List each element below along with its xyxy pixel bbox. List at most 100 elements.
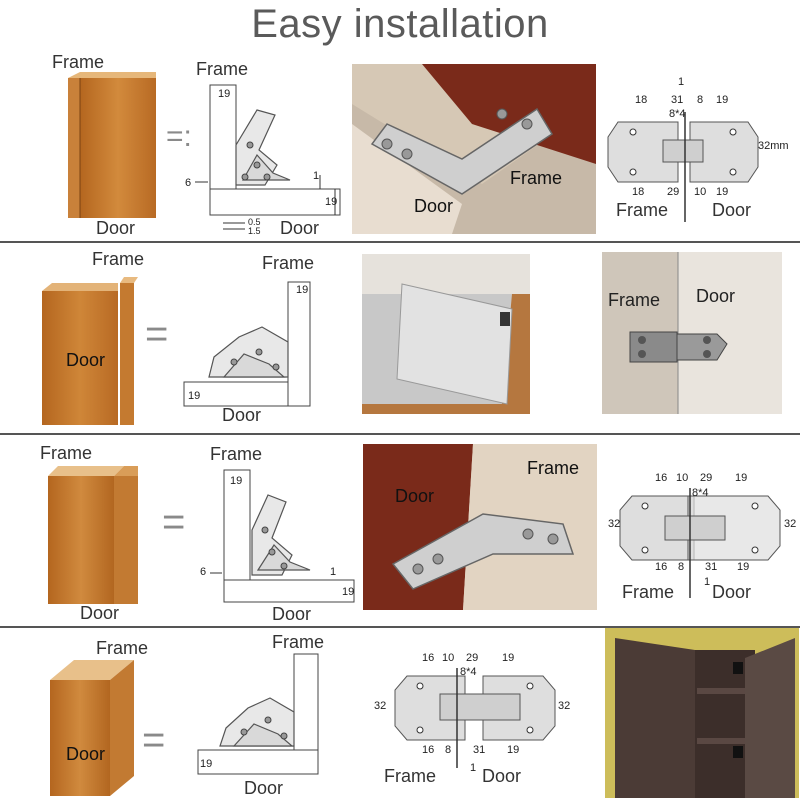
equals-sign: =: <box>166 120 192 153</box>
door-label: Door <box>414 196 454 216</box>
dim-32: 32 <box>558 700 571 712</box>
dim-32mm: 32mm <box>758 140 789 152</box>
door-label: Door <box>96 218 136 238</box>
dim-19: 19 <box>325 196 338 208</box>
dim-1: 1 <box>330 566 337 578</box>
dim-8x4: 8*4 <box>460 666 477 678</box>
door-label: Door <box>280 218 320 238</box>
dim-8x4: 8*4 <box>692 487 709 499</box>
door-label: Door <box>244 778 284 798</box>
dim-19: 19 <box>502 652 515 664</box>
mounting-plate-diagram <box>619 488 781 598</box>
frame-label: Frame <box>622 582 675 602</box>
door-label: Door <box>272 604 312 624</box>
wood-block-half-overlay <box>42 277 138 425</box>
mounted-hinge-photo: Frame Door <box>602 252 782 414</box>
dim-6: 6 <box>185 177 192 189</box>
dim-6: 6 <box>200 566 207 578</box>
dim-19: 19 <box>230 475 243 487</box>
dim-1: 1 <box>313 170 320 182</box>
frame-label: Frame <box>384 766 437 786</box>
dim-19: 19 <box>188 390 201 402</box>
frame-label: Frame <box>92 249 145 269</box>
door-label: Door <box>712 582 752 602</box>
dim-29: 29 <box>700 472 713 484</box>
frame-label: Frame <box>210 444 263 464</box>
row-divider <box>0 241 800 243</box>
door-label: Door <box>696 286 736 306</box>
dim-19: 19 <box>735 472 748 484</box>
frame-label: Frame <box>608 290 661 310</box>
dim-10: 10 <box>694 186 707 198</box>
dim-18: 18 <box>635 94 648 106</box>
dim-8: 8 <box>697 94 704 106</box>
dim-16: 16 <box>422 652 435 664</box>
mounting-plate-diagram <box>607 112 759 222</box>
frame-label: Frame <box>272 632 325 652</box>
door-label: Door <box>712 200 752 220</box>
dim-10: 10 <box>442 652 455 664</box>
hinge-photo-full-overlay: Frame Door <box>352 64 596 234</box>
mounting-plate-diagram <box>394 668 556 768</box>
dim-10: 10 <box>676 472 689 484</box>
cabinet-door-photo <box>362 254 530 414</box>
equals-sign: = <box>162 500 186 544</box>
dim-16: 16 <box>422 744 435 756</box>
dim-32: 32 <box>374 700 387 712</box>
hinge-diagram-full-overlay <box>195 84 341 230</box>
frame-label: Frame <box>52 52 105 72</box>
door-label: Door <box>482 766 522 786</box>
dim-0-5: 0.5 <box>248 217 261 227</box>
door-label: Door <box>395 486 435 506</box>
frame-label: Frame <box>527 458 580 478</box>
dim-18: 18 <box>632 186 645 198</box>
page-title: Easy installation <box>251 2 549 46</box>
wood-block-corner <box>50 660 134 796</box>
hinge-photo-inset: Door Frame <box>363 444 597 610</box>
equals-sign: = <box>145 312 169 356</box>
frame-label: Frame <box>262 253 315 273</box>
dim-19: 19 <box>716 186 729 198</box>
frame-label: Frame <box>196 59 249 79</box>
frame-label: Frame <box>616 200 669 220</box>
dim-1-5: 1.5 <box>248 226 261 236</box>
dim-31: 31 <box>705 561 718 573</box>
row-divider <box>0 433 800 435</box>
dim-1: 1 <box>678 76 685 88</box>
dim-19: 19 <box>296 284 309 296</box>
hinge-diagram-inset <box>210 469 355 603</box>
dim-29: 29 <box>667 186 680 198</box>
dim-19: 19 <box>716 94 729 106</box>
dim-32: 32 <box>608 518 621 530</box>
door-label: Door <box>66 744 106 764</box>
dim-8x4: 8*4 <box>669 108 686 120</box>
dim-19: 19 <box>200 758 213 770</box>
hinge-diagram-corner <box>197 653 319 775</box>
dim-19: 19 <box>737 561 750 573</box>
frame-label: Frame <box>96 638 149 658</box>
dim-16: 16 <box>655 561 668 573</box>
dim-1: 1 <box>704 576 711 588</box>
door-label: Door <box>80 603 120 623</box>
dim-19: 19 <box>218 88 231 100</box>
wood-block-full-overlay <box>68 72 156 218</box>
dim-8: 8 <box>678 561 685 573</box>
hinge-diagram-half-overlay <box>183 281 311 407</box>
open-cabinet-photo <box>605 628 799 798</box>
dim-32: 32 <box>784 518 797 530</box>
dim-19: 19 <box>507 744 520 756</box>
equals-sign: = <box>142 718 166 762</box>
dim-1: 1 <box>470 762 477 774</box>
dim-8: 8 <box>445 744 452 756</box>
door-label: Door <box>66 350 106 370</box>
dim-19: 19 <box>342 586 355 598</box>
dim-16: 16 <box>655 472 668 484</box>
row-divider <box>0 626 800 628</box>
wood-block-inset <box>48 466 138 604</box>
frame-label: Frame <box>510 168 563 188</box>
door-label: Door <box>222 405 262 425</box>
dim-31: 31 <box>473 744 486 756</box>
dim-31: 31 <box>671 94 684 106</box>
frame-label: Frame <box>40 443 93 463</box>
dim-29: 29 <box>466 652 479 664</box>
